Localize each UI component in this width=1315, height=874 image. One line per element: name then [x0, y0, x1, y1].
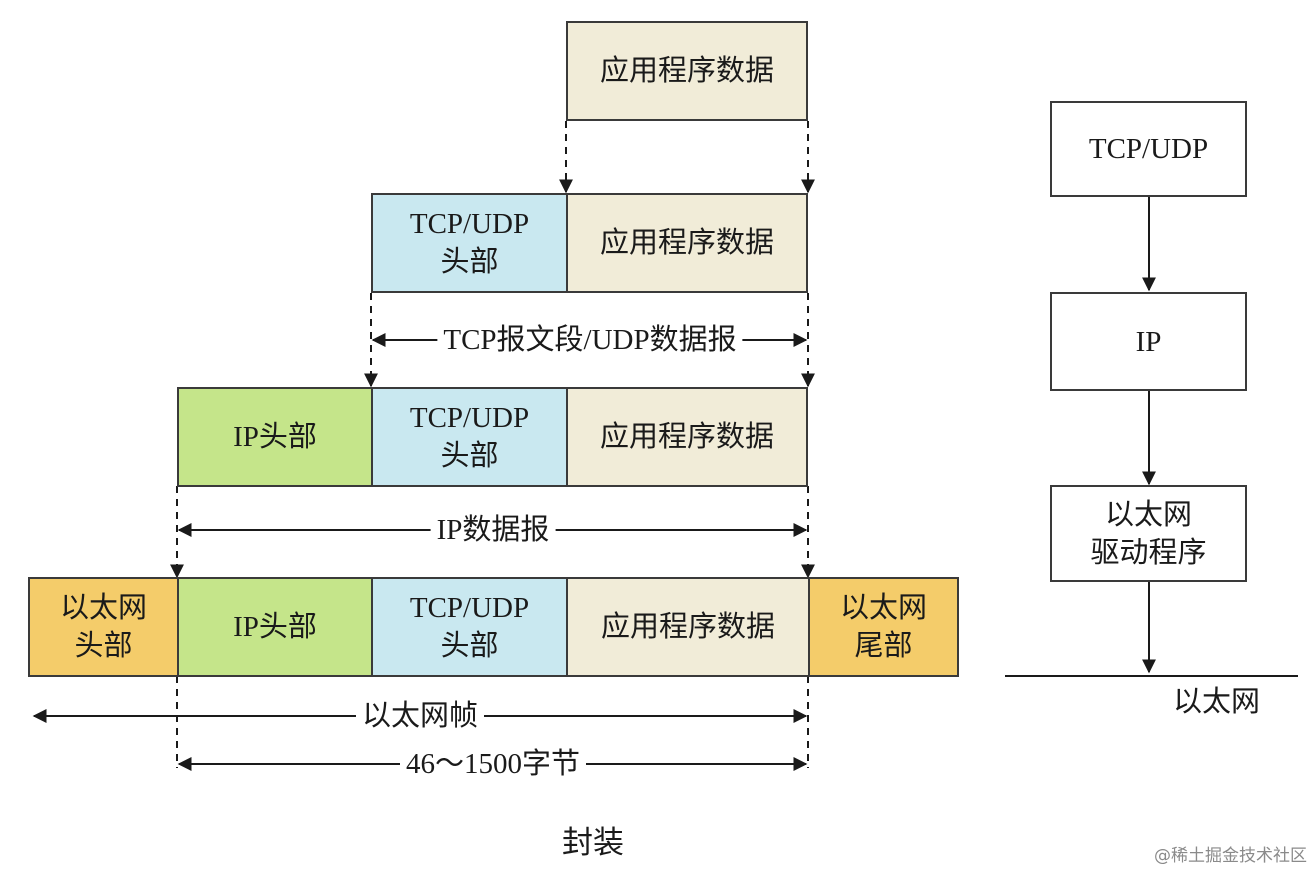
eth-trailer-text-2: 尾部: [854, 630, 913, 662]
row3-tcp-header-box: TCP/UDP 头部: [371, 387, 568, 487]
tcp-header-text-1: TCP/UDP: [409, 592, 530, 624]
stack-driver-box: 以太网 驱动程序: [1050, 485, 1247, 582]
tcp-header-text-1: TCP/UDP: [409, 402, 530, 434]
app-data-text: 应用程序数据: [600, 611, 775, 643]
tcp-segment-label: TCP报文段/UDP数据报: [437, 323, 743, 357]
tcp-header-text-2: 头部: [440, 246, 499, 278]
tcp-header-text-2: 头部: [440, 630, 499, 662]
app-data-text: 应用程序数据: [599, 421, 774, 453]
eth-frame-label: 以太网帧: [355, 699, 485, 733]
row4-eth-header-box: 以太网 头部: [28, 577, 179, 677]
row4-tcp-header-box: TCP/UDP 头部: [371, 577, 568, 677]
tcp-header-text-2: 头部: [440, 440, 499, 472]
row4-ip-header-box: IP头部: [177, 577, 373, 677]
ip-datagram-label: IP数据报: [430, 513, 556, 547]
row4-app-data-box: 应用程序数据: [566, 577, 810, 677]
tcp-header-text-1: TCP/UDP: [409, 208, 530, 240]
row3-ip-header-box: IP头部: [177, 387, 373, 487]
stack-driver-text-1: 以太网: [1104, 498, 1192, 531]
stack-ip-box: IP: [1050, 292, 1247, 391]
stack-tcp-udp-box: TCP/UDP: [1050, 101, 1247, 197]
ip-header-text: IP头部: [233, 421, 317, 453]
row2-tcp-header-box: TCP/UDP 头部: [371, 193, 568, 293]
watermark: @稀土掘金技术社区: [1154, 846, 1307, 866]
app-data-text: 应用程序数据: [599, 55, 774, 87]
eth-trailer-text-1: 以太网: [839, 592, 927, 624]
stack-driver-text-2: 驱动程序: [1090, 536, 1207, 569]
row1-app-data-box: 应用程序数据: [566, 21, 808, 121]
stack-ethernet-label: 以太网: [1173, 686, 1261, 718]
stack-tcp-udp-text: TCP/UDP: [1088, 133, 1209, 165]
ip-header-text: IP头部: [233, 611, 317, 643]
eth-header-text-1: 以太网: [59, 592, 147, 624]
stack-ip-text: IP: [1135, 325, 1162, 358]
encapsulation-caption: 封装: [562, 825, 624, 860]
row4-eth-trailer-box: 以太网 尾部: [808, 577, 959, 677]
app-data-text: 应用程序数据: [599, 227, 774, 259]
payload-size-label: 46～1500字节: [399, 747, 587, 781]
eth-header-text-2: 头部: [74, 630, 133, 662]
row3-app-data-box: 应用程序数据: [566, 387, 808, 487]
row2-app-data-box: 应用程序数据: [566, 193, 808, 293]
